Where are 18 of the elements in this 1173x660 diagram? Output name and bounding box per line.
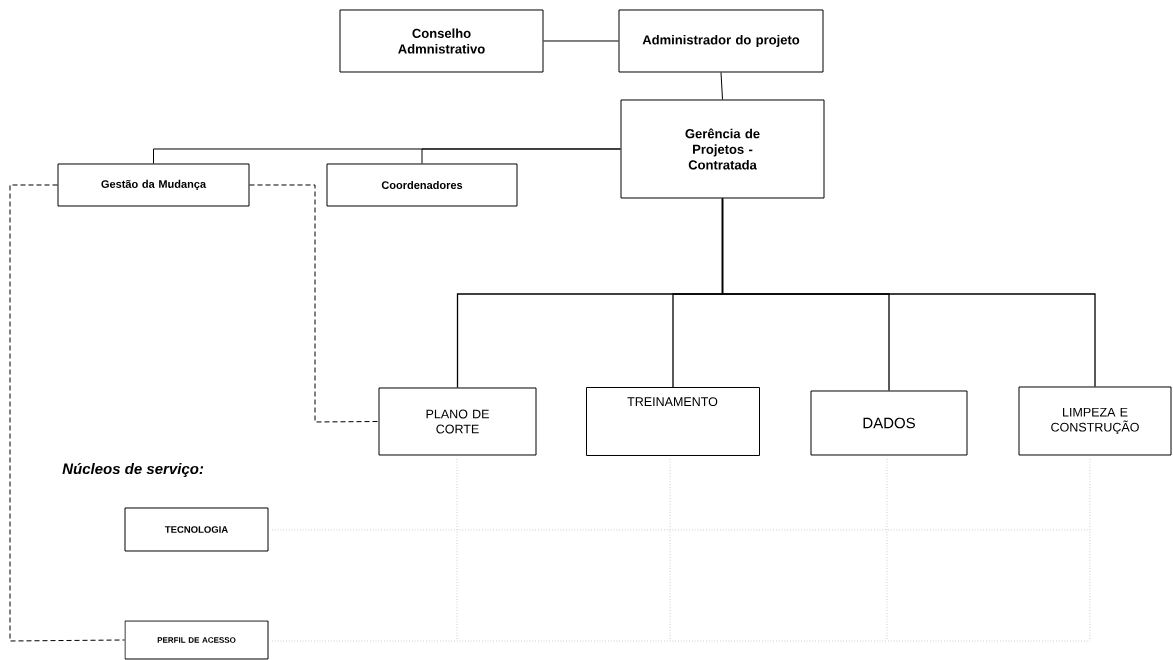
- service-box: DADOS: [810, 390, 968, 456]
- connector-line: [9, 184, 125, 642]
- org-box: Gerência de Projetos - Contratada: [620, 99, 825, 199]
- connector-line: [721, 197, 1096, 388]
- connector-line: [421, 148, 621, 164]
- org-box: Conselho Admnistrativo: [339, 9, 544, 73]
- service-box: TREINAMENTO: [586, 387, 760, 456]
- service-box: LIMPEZA E CONSTRUÇÃO: [1018, 386, 1172, 456]
- org-box: Administrador do projeto: [618, 9, 824, 73]
- core-box: TECNOLOGIA: [124, 507, 269, 552]
- org-box: Gestão da Mudança: [57, 163, 250, 207]
- section-heading: Núcleos de serviço:: [62, 462, 204, 478]
- org-box: Coordenadores: [326, 163, 518, 207]
- connector-line: [720, 72, 723, 100]
- core-box: PERFIL DE ACESSO: [124, 620, 269, 660]
- connector-line: [543, 40, 619, 42]
- connector-line: [249, 184, 379, 423]
- service-box: PLANO DE CORTE: [378, 387, 537, 456]
